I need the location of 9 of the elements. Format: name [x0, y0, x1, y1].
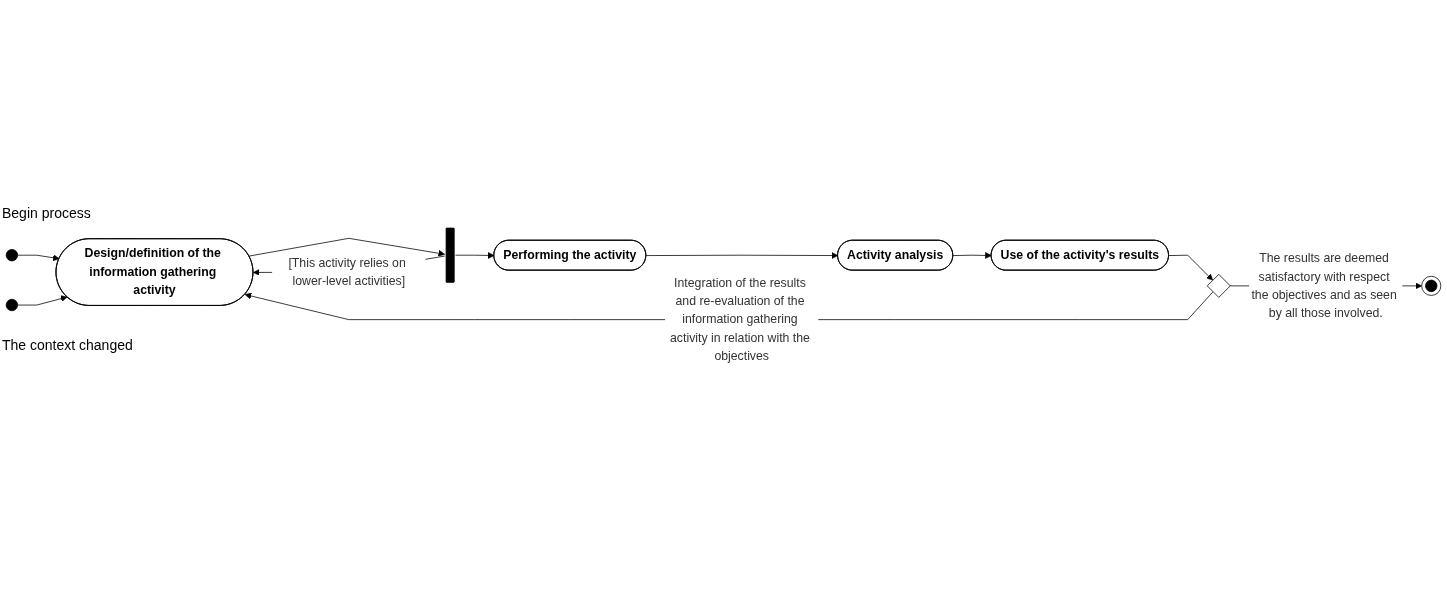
- node-note: The context changed: [2, 336, 133, 353]
- edge-label: [This activity relies on lower-level activities]: [288, 255, 406, 288]
- edge-label: The results are deemed satisfactory with respect the objectives and as seen by all those involved.: [1251, 251, 1397, 320]
- node-note: Begin process: [2, 205, 91, 222]
- node-circle: [5, 249, 19, 262]
- node-circle: [5, 298, 19, 312]
- edge-label: Integration of the results and re-evaluation of the information gathering activity in relation with the objectives: [670, 275, 810, 363]
- node-circle: [1421, 275, 1442, 296]
- node-diamond: [1206, 274, 1231, 298]
